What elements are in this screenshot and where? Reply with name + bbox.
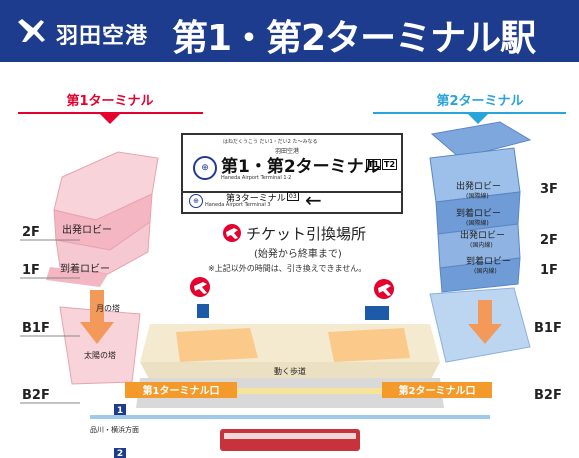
- station-subtitle: 羽田空港: [275, 148, 300, 155]
- floor-left-2f: 2F: [22, 225, 40, 240]
- t2-pointer: [468, 114, 488, 124]
- track-1-badge: [114, 404, 126, 415]
- t2-arrival-dom-sub: (国内線): [474, 267, 497, 275]
- station-sign: はねだくうこう だい1・だい2 た～みなる 羽田空港 ⊕ 第1・第2ターミナル …: [181, 133, 403, 214]
- t2-arrival-intl-sub: (国際線): [466, 219, 489, 227]
- t1-exit-label: 第1ターミナル口: [143, 384, 220, 397]
- arrow-left-icon: ←: [305, 188, 322, 212]
- direction-label: 品川・横浜方面: [90, 425, 139, 434]
- floor-right-b1f: B1F: [534, 321, 562, 336]
- t2-departure-intl-sub: (国際線): [466, 192, 489, 200]
- t2-departure-intl: 出発ロビー: [456, 180, 501, 192]
- platform-edge: [90, 415, 490, 419]
- floor-left-1f: 1F: [22, 263, 40, 278]
- floor-right-3f: 3F: [540, 182, 558, 197]
- airplane-icon: [18, 19, 45, 42]
- ticket-exchange-icon: [223, 224, 241, 242]
- t2-arrival-dom: 到着ロビー: [466, 255, 511, 267]
- moving-walkway-label: 動く歩道: [274, 366, 306, 376]
- ticket-note: ※上記以外の時間は、引き換えできません。: [208, 264, 367, 273]
- t2-departure-dom-sub: (国内線): [470, 241, 493, 249]
- track-1-label: 1: [117, 406, 123, 416]
- airport-marker-left: [190, 277, 210, 297]
- track-2-badge: [114, 448, 126, 458]
- floor-left-b2f: B2F: [22, 388, 50, 403]
- t2-exit-box: [382, 382, 492, 398]
- header-bar: 羽田空港 第1・第2ターミナル駅: [0, 0, 579, 62]
- station-logo-icon: ⊕: [193, 156, 217, 180]
- badge-t2: T2: [382, 159, 398, 170]
- next-station-english: Haneda Airport Terminal 3: [205, 202, 271, 208]
- station-map: 第1ターミナル 第2ターミナル: [18, 93, 566, 458]
- t2-label: 第2ターミナル: [436, 93, 523, 109]
- t1-moon-tower: 月の塔: [96, 303, 120, 313]
- airport-marker-right: [374, 279, 394, 299]
- t1-arrival-lobby: 到着ロビー: [60, 262, 110, 275]
- track-2-label: 2: [117, 449, 123, 458]
- t1-pointer: [100, 114, 120, 124]
- next-logo-icon: ⊕: [189, 194, 203, 208]
- t2-departure-dom: 出発ロビー: [460, 229, 505, 241]
- t1-departure-lobby: 出発ロビー: [62, 223, 112, 236]
- station-name: 第1・第2ターミナル: [221, 157, 381, 177]
- t2-exit-label: 第2ターミナル口: [399, 384, 476, 397]
- terminal1-building: [46, 151, 159, 385]
- ticket-title: チケット引換場所: [246, 225, 367, 243]
- terminal2-building: [429, 121, 532, 363]
- t1-down-arrow: [80, 290, 114, 344]
- train-car: [220, 429, 360, 451]
- t2-down-arrow: [468, 300, 502, 344]
- moving-walkway: [196, 388, 384, 394]
- b1f-concourse: [90, 324, 492, 451]
- t1-sun-tower: 太陽の塔: [84, 350, 116, 360]
- t1-exit-box: [125, 382, 237, 398]
- station-ruby: はねだくうこう だい1・だい2 た～みなる: [223, 139, 318, 145]
- floor-right-1f: 1F: [540, 263, 558, 278]
- t2-arrival-intl: 到着ロビー: [456, 207, 501, 219]
- floor-left-b1f: B1F: [22, 321, 50, 336]
- header-title-prefix: 羽田空港: [56, 24, 149, 49]
- ticket-hours: (始発から終車まで): [254, 249, 342, 260]
- floor-right-2f: 2F: [540, 233, 558, 248]
- station-sign-top: はねだくうこう だい1・だい2 た～みなる 羽田空港 ⊕ 第1・第2ターミナル …: [183, 135, 401, 193]
- floor-right-b2f: B2F: [534, 388, 562, 403]
- restroom-icon-left: [197, 304, 209, 318]
- next-station-name: 第3ターミナル: [226, 194, 286, 204]
- header-title-main: 第1・第2ターミナル駅: [172, 18, 536, 59]
- next-station-badge: 03: [287, 192, 299, 201]
- station-english: Haneda Airport Terminal 1·2: [221, 175, 292, 181]
- restroom-icon-right: [365, 306, 389, 320]
- t1-label: 第1ターミナル: [66, 93, 153, 109]
- badge-t1: T1: [366, 159, 382, 170]
